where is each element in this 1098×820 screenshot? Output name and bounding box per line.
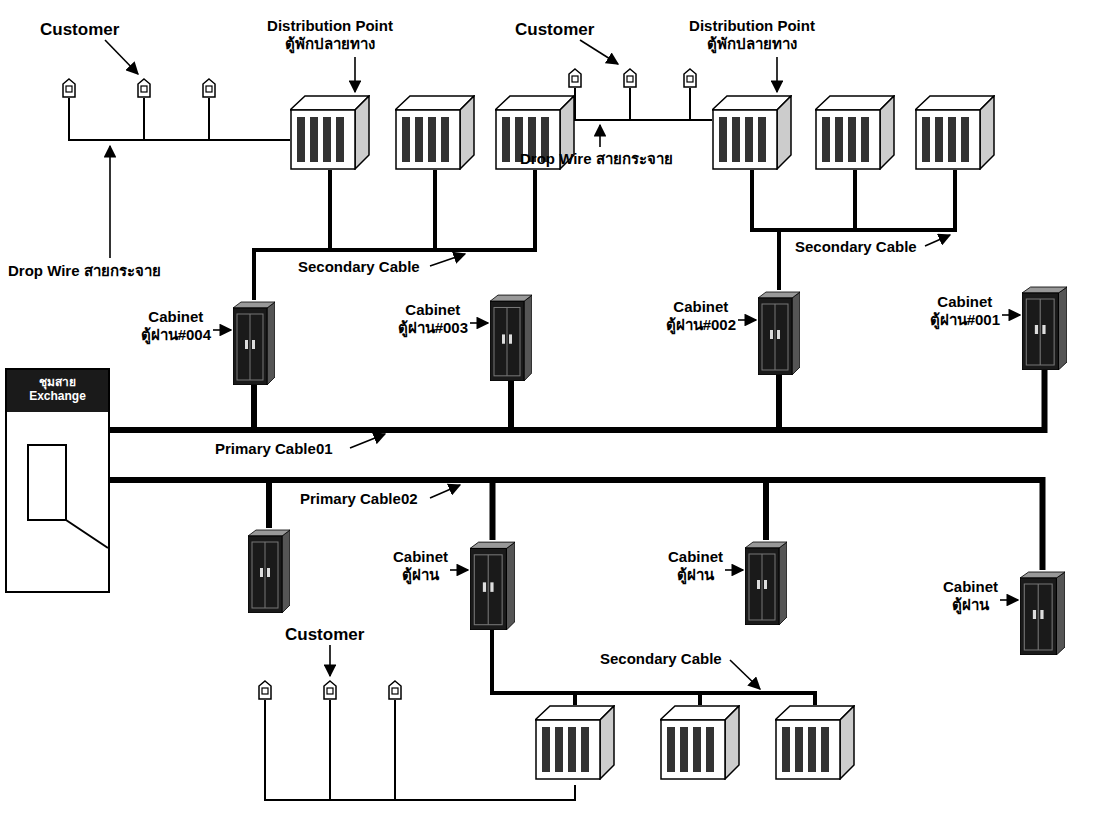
node-heading: Cabinet [668, 548, 723, 566]
node-heading: Cabinet [930, 293, 1000, 311]
node-heading: Distribution Point [267, 17, 393, 35]
customer-label: Customer [40, 20, 119, 40]
node-subheading: ตู้ฝาน#004 [141, 326, 211, 344]
cabinet: Cabinetตู้ฝาน [470, 540, 515, 630]
node-subheading: ตู้ฝาน [393, 566, 448, 584]
node-heading: Distribution Point [689, 17, 815, 35]
node-heading: Cabinet [141, 308, 211, 326]
node-text-group: ชุมสายExchange [7, 375, 108, 404]
distribution-point: Distribution Pointตู้พักปลายทาง [712, 95, 792, 170]
node-subheading: ตู้พักปลายทาง [267, 35, 393, 53]
distribution-point: Distribution Pointตู้พักปลายทาง [290, 95, 370, 170]
cable-label: Primary Cable01 [215, 440, 333, 458]
node-subheading: ตู้พักปลายทาง [689, 35, 815, 53]
cabinet-icon [1022, 285, 1067, 370]
cabinet-icon [745, 540, 787, 625]
cabinet-icon [490, 293, 532, 381]
node-subheading: ตู้ฝาน#003 [398, 319, 468, 337]
cabinet: Cabinetตู้ฝาน#003 [490, 293, 532, 381]
cabinet: Cabinetตู้ฝาน [745, 540, 787, 625]
node-heading: ชุมสาย [7, 375, 108, 389]
primary-cable [110, 381, 511, 430]
exchange-building: ชุมสายExchange [5, 368, 110, 593]
cabinet: Cabinetตู้ฝาน [1020, 570, 1065, 655]
cable-label: Secondary Cable [600, 650, 722, 668]
cabinet-icon [233, 300, 275, 385]
node-text-group: Distribution Pointตู้พักปลายทาง [689, 17, 815, 53]
cable-label: Secondary Cable [298, 258, 420, 276]
cabinet-icon [758, 290, 800, 375]
secondary-cable [254, 170, 330, 300]
node-heading: Cabinet [393, 548, 448, 566]
node-text-group: Cabinetตู้ฝาน [393, 548, 448, 584]
primary-cable [110, 375, 779, 430]
node-subheading: ตู้ฝาน [668, 566, 723, 584]
node-heading: Cabinet [398, 301, 468, 319]
node-text-group: Cabinetตู้ฝาน#004 [141, 308, 211, 344]
drop-wire-label: Drop Wire สายกระจาย [520, 150, 673, 168]
cabinet: Cabinetตู้ฝาน#002 [758, 290, 800, 375]
node-subheading: ตู้ฝาน#002 [666, 316, 736, 334]
cabinet: Cabinetตู้ฝาน#001 [1022, 285, 1067, 370]
node-text-group: Cabinetตู้ฝาน [668, 548, 723, 584]
customer-label: Customer [515, 20, 594, 40]
node-heading: Cabinet [666, 298, 736, 316]
node-text-group: Cabinetตู้ฝาน#002 [666, 298, 736, 334]
node-subheading: ตู้ฝาน#001 [930, 311, 1000, 329]
distribution-point-icon [290, 95, 370, 170]
drop-wire-label: Drop Wire สายกระจาย [8, 262, 161, 280]
primary-cable [110, 480, 493, 540]
node-text-group: Cabinetตู้ฝาน#001 [930, 293, 1000, 329]
node-text-group: Cabinetตู้ฝาน#003 [398, 301, 468, 337]
node-heading: Cabinet [943, 578, 998, 596]
primary-cable [110, 480, 1043, 570]
primary-cable [110, 480, 766, 540]
cabinet-icon [470, 540, 515, 630]
distribution-point-icon [712, 95, 792, 170]
cabinet: Cabinetตู้ฝาน#004 [233, 300, 275, 385]
node-subheading: ตู้ฝาน [943, 596, 998, 614]
cabinet-icon [1020, 570, 1065, 655]
node-text-group: Cabinetตู้ฝาน [943, 578, 998, 614]
node-subheading: Exchange [7, 389, 108, 403]
primary-cable [110, 385, 254, 430]
secondary-cable [752, 170, 779, 290]
customer-label: Customer [285, 625, 364, 645]
node-text-group: Distribution Pointตู้พักปลายทาง [267, 17, 393, 53]
cable-label: Primary Cable02 [300, 490, 418, 508]
cable-label: Secondary Cable [795, 238, 917, 256]
